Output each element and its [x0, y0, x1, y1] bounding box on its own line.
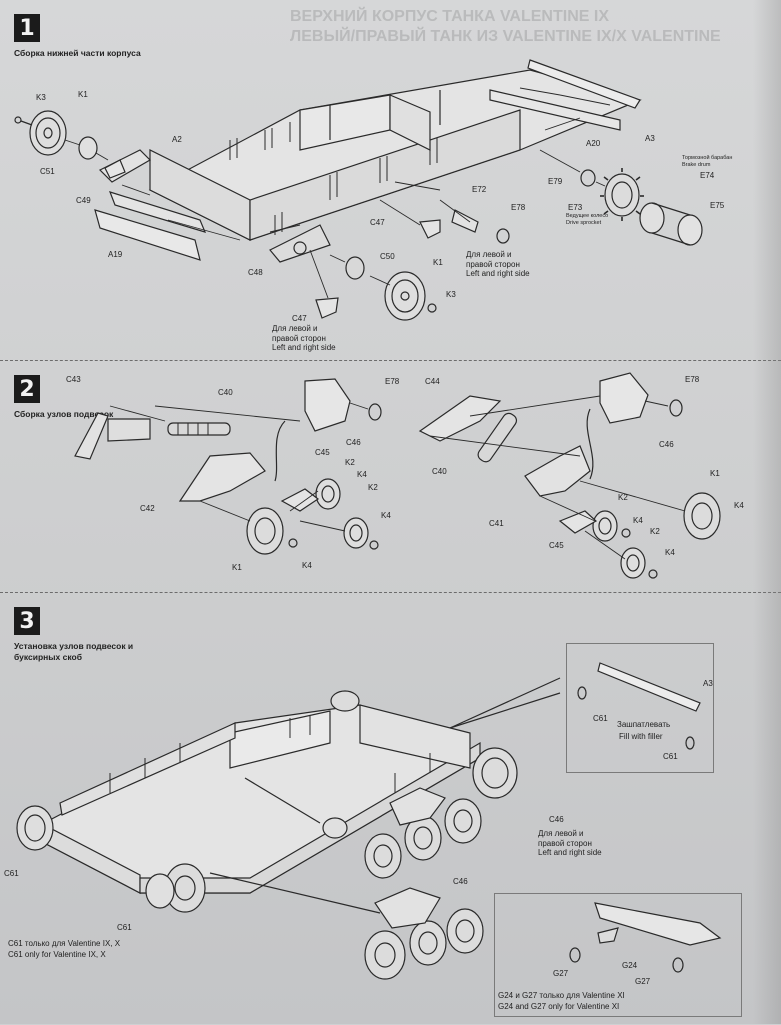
label-e78-left: E78 — [385, 377, 400, 386]
filler-note-en: Fill with filler — [619, 732, 663, 741]
step-3-number: 3 — [14, 607, 40, 635]
label-k4-d: K4 — [734, 501, 744, 510]
label-k4-f: K4 — [665, 548, 675, 557]
label-c42: C42 — [140, 504, 155, 513]
step-2-suspension: 2 Сборка узлов подвесок — [0, 360, 781, 590]
faded-header-line-2: ЛЕВЫЙ/ПРАВЫЙ ТАНК ИЗ VALENTINE IX/X VALE… — [290, 28, 721, 45]
label-a19: A19 — [108, 250, 123, 259]
label-a3: A3 — [645, 134, 655, 143]
inset-filler-detail — [566, 643, 714, 773]
label-c40-right: C40 — [432, 467, 447, 476]
side-note-step-3-line-2: правой сторон — [538, 838, 592, 848]
step-2-title: Сборка узлов подвесок — [14, 409, 114, 419]
label-c48: C48 — [248, 268, 263, 277]
label-k2-b: K2 — [368, 483, 378, 492]
side-note-step-3: Для левой и правой сторон Left and right… — [538, 829, 602, 858]
inset-valentine-xi-detail — [494, 893, 742, 1017]
side-note-right-line-1: Для левой и — [466, 250, 512, 259]
drive-sprocket-ru: Ведущее колесо — [566, 213, 609, 219]
side-note-step-3-line-3: Left and right side — [538, 848, 602, 857]
label-k1-right: K1 — [710, 469, 720, 478]
label-c61-inset: C61 — [593, 714, 608, 723]
side-note-bottom: Для левой и правой сторон Left and right… — [272, 324, 336, 353]
side-note-right-line-2: правой сторон — [466, 259, 520, 269]
label-c50: C50 — [380, 252, 395, 261]
label-c47-upper: C47 — [370, 218, 385, 227]
step-2-exploded-drawing — [0, 361, 781, 591]
faded-header-line-1: ВЕРХНИЙ КОРПУС ТАНКА VALENTINE IX — [290, 8, 609, 25]
drive-sprocket-en: Drive sprocket — [566, 220, 602, 226]
label-k2-c: K2 — [618, 493, 628, 502]
step-2-number: 2 — [14, 375, 40, 403]
step-3-assembly-drawing — [0, 593, 781, 1025]
label-c46-upper: C46 — [549, 815, 564, 824]
label-e78: E78 — [511, 203, 526, 212]
label-c43: C43 — [66, 375, 81, 384]
brake-drum-en: Brake drum — [682, 162, 711, 168]
label-k3: K3 — [36, 93, 46, 102]
label-k1-road-wheel: K1 — [433, 258, 443, 267]
label-g24: G24 — [622, 961, 638, 970]
label-k4-e: K4 — [633, 516, 643, 525]
step-3-installation: 3 Установка узлов подвесок и буксирных с… — [0, 592, 781, 1024]
label-k2-d: K2 — [650, 527, 660, 536]
step-1-exploded-drawing — [0, 0, 781, 358]
label-e75: E75 — [710, 201, 725, 210]
label-e72: E72 — [472, 185, 487, 194]
label-k4-b: K4 — [381, 511, 391, 520]
label-g27-right: G27 — [635, 977, 651, 986]
step-1-number: 1 — [14, 14, 40, 42]
side-note-bottom-line-3: Left and right side — [272, 343, 336, 352]
label-c46-left: C46 — [346, 438, 361, 447]
label-c61-hull: C61 — [4, 869, 19, 878]
label-c46-right: C46 — [659, 440, 674, 449]
label-c45-right: C45 — [549, 541, 564, 550]
label-c41: C41 — [489, 519, 504, 528]
page-edge-shadow — [753, 0, 781, 1024]
label-c51: C51 — [40, 167, 55, 176]
g-note-ru: G24 и G27 только для Valentine XI — [498, 991, 625, 1000]
label-c49: C49 — [76, 196, 91, 205]
label-e79: E79 — [548, 177, 563, 186]
label-e73: E73 — [568, 203, 583, 212]
brake-drum-ru: Тормозной барабан — [682, 155, 733, 161]
side-note-bottom-line-1: Для левой и — [272, 324, 318, 333]
label-c61-inset-lower: C61 — [663, 752, 678, 761]
side-note-step-3-line-1: Для левой и — [538, 829, 584, 838]
label-k2-a: K2 — [345, 458, 355, 467]
label-g27-left: G27 — [553, 969, 569, 978]
label-a20: A20 — [586, 139, 601, 148]
label-c44: C44 — [425, 377, 440, 386]
side-note-right-line-3: Left and right side — [466, 269, 530, 278]
label-a3-inset: A3 — [703, 679, 713, 688]
label-k4-a: K4 — [357, 470, 367, 479]
side-note-right: Для левой и правой сторон Left and right… — [466, 250, 530, 279]
label-e74: E74 — [700, 171, 715, 180]
step-1-lower-hull: 1 Сборка нижней части корпуса — [0, 0, 781, 358]
label-k1-left: K1 — [232, 563, 242, 572]
label-c40-left: C40 — [218, 388, 233, 397]
g-note-en: G24 and G27 only for Valentine XI — [498, 1002, 620, 1011]
label-k3-road-wheel: K3 — [446, 290, 456, 299]
label-c46-lower: C46 — [453, 877, 468, 886]
label-c45-left: C45 — [315, 448, 330, 457]
label-a2: A2 — [172, 135, 182, 144]
label-e78-right: E78 — [685, 375, 700, 384]
side-note-bottom-line-2: правой сторон — [272, 333, 326, 343]
step-3-title: Установка узлов подвесок и буксирных ско… — [14, 641, 134, 662]
label-k4-c: K4 — [302, 561, 312, 570]
label-c61-hull-lower: C61 — [117, 923, 132, 932]
filler-note-ru: Зашпатлевать — [617, 720, 671, 729]
label-c47-lower: C47 — [292, 314, 307, 323]
label-k1: K1 — [78, 90, 88, 99]
c61-note-ru: C61 только для Valentine IX, X — [8, 939, 121, 948]
c61-note-en: C61 only for Valentine IX, X — [8, 950, 106, 959]
step-1-title: Сборка нижней части корпуса — [14, 48, 141, 58]
